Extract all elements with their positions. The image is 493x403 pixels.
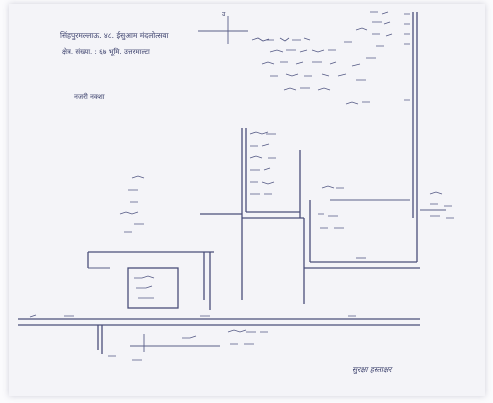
- right-block: [242, 185, 454, 304]
- signature: सुरक्षा हस्ताक्षर: [352, 365, 393, 375]
- north-label: उ: [222, 11, 226, 18]
- top-notes-scribbles: [251, 11, 393, 105]
- header-note: नजरी नक्शा: [74, 92, 105, 101]
- bottom-annotations: [97, 325, 268, 361]
- header-line-2: क्षेत्र. संख्या. : ६७ भूमि. उत्तरमाल्टा: [62, 47, 150, 56]
- north-arrow-icon: उ: [198, 11, 248, 44]
- road: [18, 314, 420, 326]
- header-line-1: सिंहपुरमल्लाऊ. ४८. ईसुआम मंदलोत्सवा: [60, 31, 170, 41]
- labelled-box: [127, 267, 179, 309]
- left-structure: [87, 175, 242, 310]
- right-boundary: [404, 12, 418, 262]
- central-block: [241, 128, 301, 300]
